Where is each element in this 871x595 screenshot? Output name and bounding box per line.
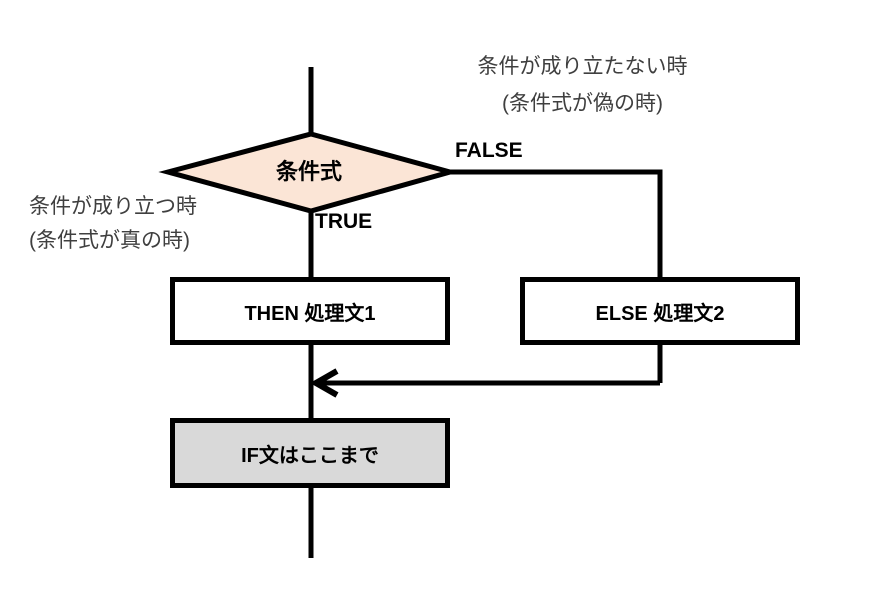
- then-process-label: THEN 処理文1: [244, 302, 376, 325]
- if-end-box: IF文はここまで: [170, 418, 450, 488]
- else-process-label: ELSE 処理文2: [595, 302, 725, 325]
- merge-arrowhead-icon: [309, 368, 339, 398]
- true-note-line2: (条件式が真の時): [29, 229, 190, 252]
- true-note-line1: 条件が成り立つ時: [29, 195, 197, 218]
- decision-diamond: [158, 131, 460, 214]
- false-condition-note: 条件が成り立たない時 (条件式が偽の時): [440, 48, 725, 122]
- decision-label: 条件式: [275, 159, 342, 184]
- false-note-line2: (条件式が偽の時): [502, 92, 663, 115]
- true-condition-note: 条件が成り立つ時 (条件式が真の時): [29, 190, 249, 258]
- false-note-line1: 条件が成り立たない時: [477, 55, 688, 78]
- true-branch-label: TRUE: [315, 210, 373, 233]
- if-end-label: IF文はここまで: [241, 444, 379, 467]
- then-process-box: THEN 処理文1: [170, 277, 450, 345]
- false-branch-line: [450, 169, 663, 280]
- false-branch-label: FALSE: [455, 139, 523, 162]
- else-process-box: ELSE 処理文2: [520, 277, 800, 345]
